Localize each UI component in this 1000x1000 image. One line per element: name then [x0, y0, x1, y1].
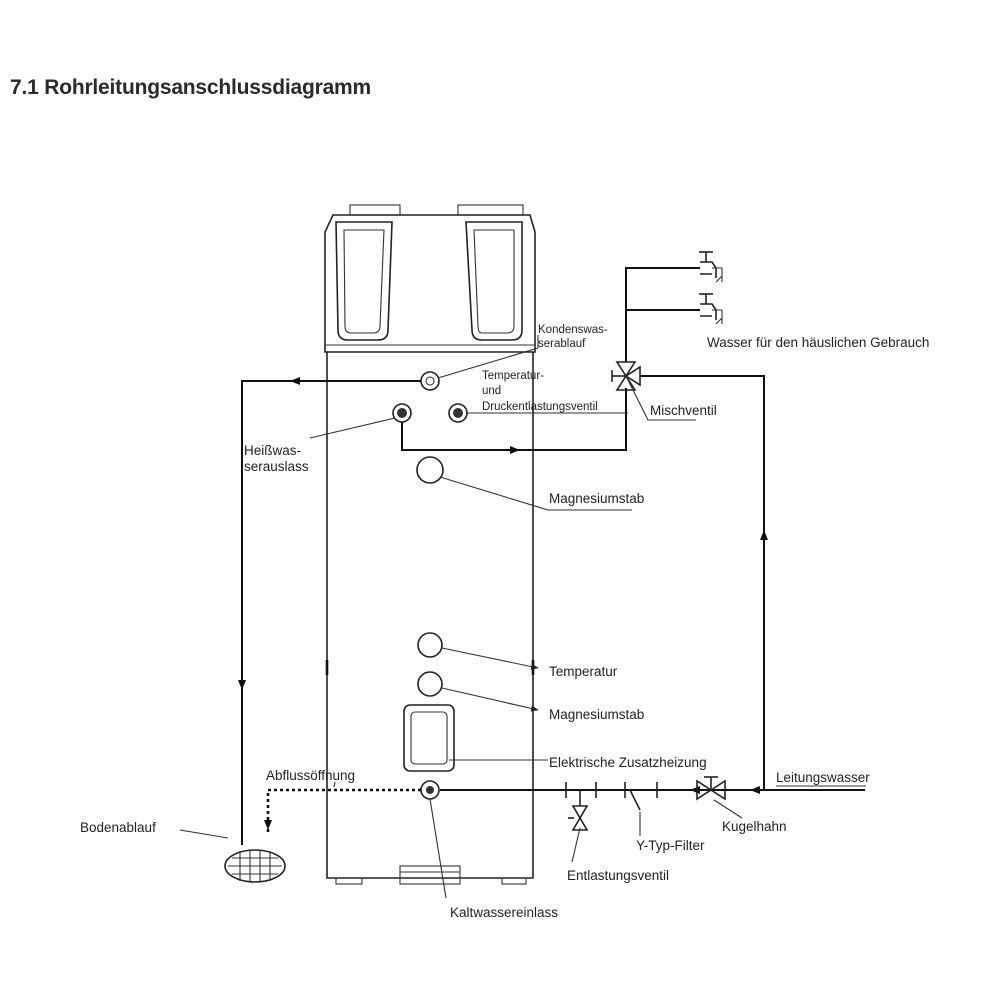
label-wasser-haeuslich: Wasser für den häuslichen Gebrauch — [707, 335, 929, 350]
label-magnesiumstab-oben: Magnesiumstab — [549, 491, 644, 506]
floor-drain-icon — [224, 849, 286, 883]
foot — [335, 877, 363, 885]
label-kugelhahn: Kugelhahn — [722, 819, 787, 834]
top-vent-left — [349, 204, 401, 216]
label-temp-druck-3: Druckentlastungsventil — [482, 401, 598, 413]
tap-icon — [699, 251, 723, 283]
label-temp-druck-1: Temperatur- — [482, 370, 544, 382]
temperature-sensor-port — [417, 632, 443, 658]
label-y-typ-filter: Y-Typ-Filter — [636, 838, 705, 853]
label-leitungswasser: Leitungswasser — [776, 770, 870, 785]
label-elektrische-zusatzheizung: Elektrische Zusatzheizung — [549, 755, 707, 770]
label-heisswasserauslass-2: serauslass — [244, 459, 309, 474]
drain-pipe-dotted — [266, 788, 421, 835]
label-kondenswasserablauf-2: serablauf — [538, 338, 586, 350]
label-magnesiumstab-unten: Magnesiumstab — [549, 707, 644, 722]
air-duct-right — [465, 221, 523, 341]
tap-icon — [699, 293, 723, 325]
label-temperatur: Temperatur — [549, 664, 618, 679]
heat-pump-head — [324, 214, 536, 353]
relief-valve-icon — [565, 782, 597, 831]
magnesium-rod-upper-port — [416, 456, 444, 484]
label-temp-druck-2: und — [482, 385, 501, 397]
label-abflussoeffnung: Abflussöffnung — [266, 768, 355, 783]
condensate-pipe — [241, 380, 421, 845]
air-duct-left — [335, 221, 393, 341]
electric-heater-cover — [403, 704, 455, 772]
ball-valve-icon — [696, 776, 726, 801]
label-kaltwassereinlass: Kaltwassereinlass — [450, 905, 558, 920]
water-heater-unit — [324, 204, 536, 885]
cold-branch-pipe — [640, 375, 765, 790]
label-heisswasserauslass-1: Heißwas- — [244, 443, 301, 458]
top-vent-right — [457, 204, 524, 216]
base-bracket — [399, 865, 461, 885]
foot — [501, 877, 527, 885]
tank-body — [326, 352, 534, 879]
leader-lines — [179, 335, 866, 899]
hot-water-pipe — [401, 388, 627, 451]
label-mischventil: Mischventil — [650, 403, 717, 418]
supply-pipe — [625, 267, 700, 362]
label-kondenswasserablauf-1: Kondenswas- — [538, 324, 608, 336]
condensate-drain-port — [420, 371, 440, 391]
label-entlastungsventil: Entlastungsventil — [567, 868, 669, 883]
label-bodenablauf: Bodenablauf — [80, 820, 156, 835]
y-filter-icon — [624, 782, 658, 811]
page-title: 7.1 Rohrleitungsanschlussdiagramm — [10, 76, 372, 99]
mixing-valve-icon — [611, 361, 641, 391]
magnesium-rod-lower-port — [417, 671, 443, 697]
